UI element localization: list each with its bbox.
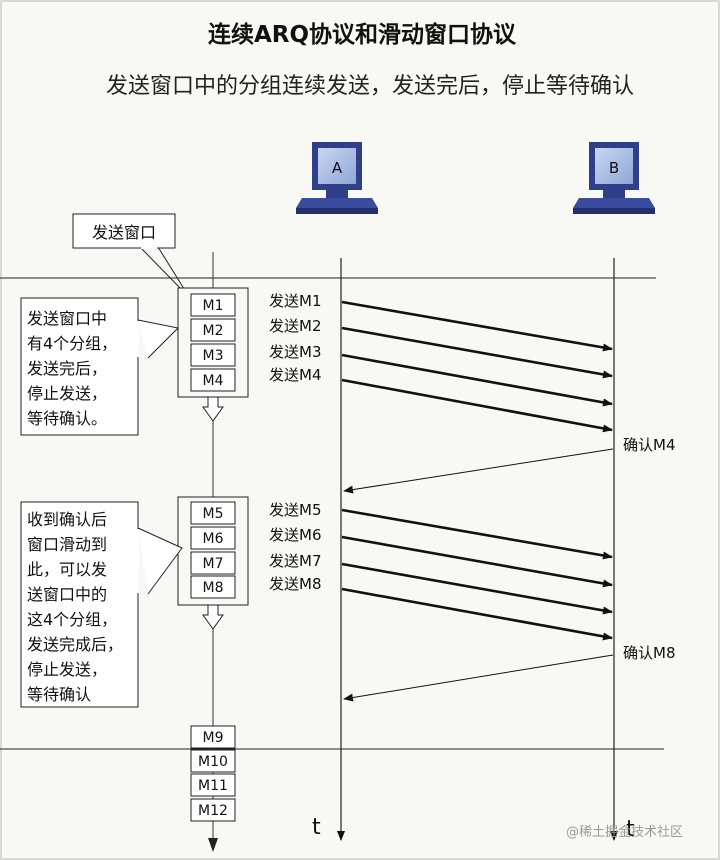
send-label-m7: 发送M7: [269, 552, 322, 570]
packet-label: M11: [198, 778, 228, 794]
packet-label: M10: [198, 754, 228, 770]
data-arrow-m8: [341, 587, 613, 641]
packet-box-m11: [190, 773, 236, 797]
ack-arrow-m8: [343, 654, 614, 702]
send-label-m1: 发送M1: [269, 292, 322, 310]
send-label-m6: 发送M6: [269, 526, 322, 544]
host-a-time-label: t: [312, 815, 321, 840]
ack-arrow-m4: [343, 448, 614, 494]
send-label-m8: 发送M8: [269, 575, 322, 593]
note-2-line: 这4个分组，: [27, 610, 117, 629]
packet-box-m8: [190, 575, 236, 599]
data-arrow-m4: [341, 378, 613, 433]
packet-label: M8: [203, 580, 224, 596]
send-label-m4: 发送M4: [269, 366, 322, 384]
pending-packets: M9 M10 M11 M12: [190, 725, 236, 822]
send-window-callout-text: 发送窗口: [92, 223, 156, 242]
packet-label: M3: [203, 348, 224, 364]
note-2-line: 此，可以发: [27, 560, 107, 579]
packet-label: M1: [203, 298, 224, 314]
diagram-subtitle: 发送窗口中的分组连续发送，发送完后，停止等待确认: [106, 74, 634, 99]
packet-box-m5: [190, 501, 236, 525]
packet-box-m7: [190, 551, 236, 575]
send-window-callout: 发送窗口: [72, 213, 187, 293]
data-arrow-m7: [341, 562, 613, 615]
note-1-line: 等待确认。: [27, 409, 107, 428]
note-box-1: 发送窗口中 有4个分组， 发送完后， 停止发送， 等待确认。: [20, 297, 180, 436]
packet-box-m10: [190, 749, 236, 773]
note-1-line: 发送完后，: [27, 359, 107, 378]
packet-label: M9: [203, 730, 224, 746]
ack-label-m4: 确认M4: [623, 436, 676, 454]
window-slide-arrow-1: [202, 396, 224, 422]
send-window-2: M5 M6 M7 M8: [177, 496, 249, 606]
window-slide-arrow-2: [202, 604, 224, 630]
packet-label: M4: [203, 373, 224, 389]
note-1-line: 发送窗口中: [27, 309, 107, 328]
note-2-line: 送窗口中的: [27, 585, 107, 604]
data-arrow-m1: [341, 300, 613, 352]
note-1-line: 停止发送，: [27, 384, 107, 403]
note-2-line: 发送完成后，: [27, 635, 123, 654]
host-a-computer-icon: A: [296, 142, 378, 214]
packet-label: M6: [203, 531, 224, 547]
data-arrow-m5: [341, 508, 613, 560]
send-label-m5: 发送M5: [269, 501, 322, 519]
send-label-m3: 发送M3: [269, 343, 322, 361]
packet-box-m6: [190, 526, 236, 550]
diagram-title: 连续ARQ协议和滑动窗口协议: [208, 21, 517, 48]
note-2-line: 停止发送，: [27, 660, 107, 679]
packet-label: M12: [198, 803, 228, 819]
packet-box-m3: [190, 343, 236, 367]
packet-box-m2: [190, 318, 236, 342]
host-b-label: B: [609, 159, 619, 177]
note-1-line: 有4个分组，: [27, 334, 117, 353]
note-2-line: 等待确认: [27, 685, 91, 704]
data-arrow-m3: [341, 353, 613, 407]
ack-label-m8: 确认M8: [623, 644, 676, 662]
note-2-line: 收到确认后: [27, 510, 107, 529]
packet-box-m12: [190, 798, 236, 822]
packet-label: M2: [203, 323, 224, 339]
host-b-computer-icon: B: [573, 142, 655, 214]
data-arrow-m2: [341, 326, 613, 379]
packet-box-m1: [190, 293, 236, 317]
packet-box-m4: [190, 368, 236, 392]
sender-window-timeline-arrowhead: [208, 838, 218, 852]
data-arrow-m6: [341, 535, 613, 588]
send-window-1: M1 M2 M3 M4: [177, 287, 249, 398]
packet-box-m9: [190, 725, 236, 749]
packet-label: M5: [203, 506, 224, 522]
send-label-m2: 发送M2: [269, 317, 322, 335]
host-b-time-label: t: [626, 817, 635, 842]
note-box-2: 收到确认后 窗口滑动到 此，可以发 送窗口中的 这4个分组， 发送完成后， 停止…: [20, 501, 183, 708]
note-2-line: 窗口滑动到: [27, 535, 107, 554]
host-a-label: A: [332, 159, 343, 177]
packet-label: M7: [203, 556, 224, 572]
watermark-text: @稀土掘金技术社区: [566, 824, 683, 840]
